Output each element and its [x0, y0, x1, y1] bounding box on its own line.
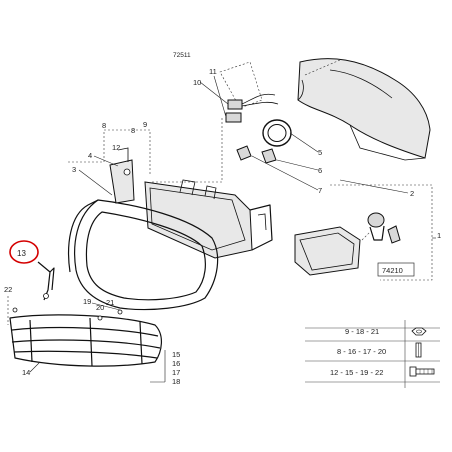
callout-1: 1 — [437, 231, 441, 240]
callout-12: 12 — [112, 143, 120, 152]
headlamp-unit — [144, 179, 273, 259]
callout-4: 4 — [88, 151, 92, 160]
ref-code-box — [377, 262, 415, 277]
bulb-small — [236, 145, 252, 161]
callout-8: 8 — [102, 121, 106, 130]
callout-5: 5 — [318, 148, 322, 157]
legend-row-1: 9 - 18 - 21 — [345, 327, 379, 336]
headlamp-guard — [9, 314, 162, 367]
bracket-assembly — [104, 129, 151, 204]
callout-16: 16 — [172, 359, 180, 368]
bulb-main — [261, 148, 277, 164]
bulb-group — [150, 61, 292, 183]
connector-11 — [225, 112, 242, 123]
headlamp-housing — [297, 58, 431, 161]
legend-row-2: 8 - 16 - 17 - 20 — [337, 347, 386, 356]
callout-17: 17 — [172, 368, 180, 377]
callout-21: 21 — [106, 298, 114, 307]
bolt-icon — [409, 366, 435, 377]
callout-8b: 8 — [131, 126, 135, 135]
retaining-ring — [262, 119, 292, 147]
callout-9: 9 — [143, 120, 147, 129]
partial-ref-label: 72511 — [173, 52, 191, 59]
bracket-1 — [330, 184, 433, 281]
callout-2: 2 — [410, 189, 414, 198]
fastener-legend: 9 - 18 - 21 8 - 16 - 17 - 20 12 - 15 - 1… — [305, 320, 440, 388]
connector-10 — [227, 99, 243, 110]
callout-14: 14 — [22, 368, 30, 377]
highlight-circle — [9, 240, 39, 264]
callout-19: 19 — [83, 297, 91, 306]
callout-20: 20 — [96, 303, 104, 312]
legend-row-3: 12 - 15 - 19 - 22 — [330, 368, 383, 377]
indicator-lamp — [294, 212, 401, 276]
callout-13: 13 — [17, 249, 26, 258]
callout-22: 22 — [4, 285, 12, 294]
callout-3: 3 — [72, 165, 76, 174]
callout-6: 6 — [318, 166, 322, 175]
callout-7: 7 — [318, 186, 322, 195]
headlamp-bezel — [74, 199, 219, 311]
washer-icon — [415, 342, 422, 358]
callout-10: 10 — [193, 78, 201, 87]
ref-code-text: 74210 — [382, 266, 403, 275]
callout-18: 18 — [172, 377, 180, 386]
callout-15: 15 — [172, 350, 180, 359]
callout-11: 11 — [209, 67, 217, 76]
nut-icon — [411, 327, 427, 336]
